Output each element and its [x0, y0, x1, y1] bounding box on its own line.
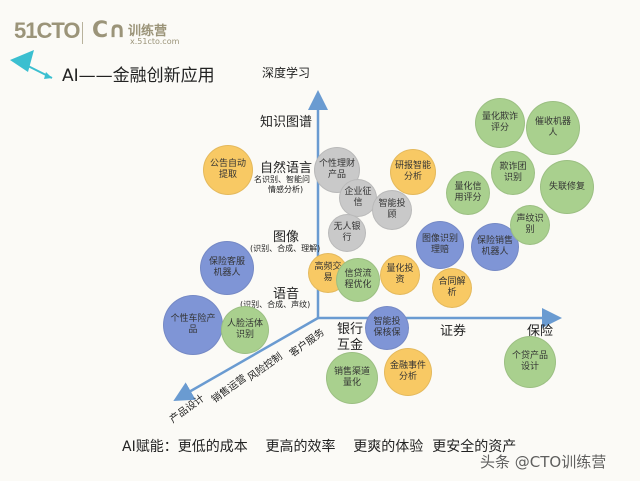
bubble: 信贷流程优化	[336, 258, 380, 302]
bubble-label: 催收机器人	[534, 117, 571, 138]
bubble: 无人银行	[328, 214, 366, 252]
bubble-label: 高频交易	[314, 262, 342, 283]
bubble-label: 研报智能分析	[395, 161, 432, 182]
bubble: 金融事件分析	[384, 348, 432, 396]
bubble-label: 金融事件分析	[389, 361, 426, 382]
bubble-label: 企业征信	[344, 187, 372, 208]
bubble: 销售渠道量化	[326, 352, 378, 404]
bubble-label: 信贷流程优化	[344, 269, 372, 290]
bubble-label: 量化信用评分	[454, 182, 482, 203]
watermark: 头条 @CTO训练营	[480, 453, 607, 471]
level-knowledge-graph: 知识图谱	[260, 115, 313, 130]
bubble-label: 公告自动提取	[209, 159, 246, 180]
bubble-label: 销售渠道量化	[333, 367, 370, 388]
bubble: 人脸活体识别	[221, 306, 269, 354]
bubble-label: 合同解析	[438, 277, 466, 298]
bubble-label: 智能投保核保	[373, 317, 401, 338]
industry-bank: 银行 互金	[337, 322, 364, 353]
bubble-label: 欺诈团识别	[499, 162, 527, 183]
bubble-label: 智能投顾	[378, 199, 406, 220]
bubble: 声纹识别	[510, 205, 550, 245]
industry-insurance: 保险	[527, 324, 554, 339]
bubble: 催收机器人	[526, 101, 580, 155]
bubble-label: 保险销售机器人	[476, 236, 513, 257]
bubble: 智能投保核保	[365, 306, 409, 350]
deep-learning-label: 深度学习	[262, 66, 311, 80]
bubble: 欺诈团识别	[491, 151, 535, 195]
bubble: 失联修复	[540, 160, 594, 214]
bubble: 个性车险产品	[163, 295, 223, 355]
level-image: 图像	[273, 230, 300, 245]
bubble-label: 失联修复	[548, 181, 585, 192]
diagonal-axis	[173, 316, 319, 401]
bubble: 量化欺诈评分	[475, 98, 525, 148]
bubble: 图像识别理赔	[416, 221, 464, 269]
logo-mark: C∩	[92, 18, 127, 43]
bubble: 量化信用评分	[446, 171, 490, 215]
bubble-label: 人脸活体识别	[226, 319, 263, 340]
bubble-label: 个性车险产品	[170, 314, 216, 335]
bubble: 智能投顾	[372, 190, 412, 230]
level-speech-sub: (识别、合成、声纹)	[240, 300, 311, 309]
bubble-label: 声纹识别	[516, 214, 544, 235]
bubble-label: 保险客服机器人	[208, 257, 245, 278]
page-title: AI——金融创新应用	[62, 66, 215, 86]
bubble: 合同解析	[432, 268, 472, 308]
logo-brand: 训练营	[128, 24, 168, 39]
bubble: 企业征信	[339, 179, 377, 217]
footer-text: AI赋能：更低的成本 更高的效率 更爽的体验 更安全的资产	[122, 439, 517, 455]
level-speech: 语音	[273, 287, 300, 302]
title-arrow-icon	[10, 50, 53, 79]
industry-securities: 证券	[440, 324, 467, 339]
bubble-label: 个贷产品设计	[511, 351, 548, 372]
bubble: 保险销售机器人	[471, 223, 519, 271]
bubble-label: 量化欺诈评分	[481, 112, 518, 133]
logo-url: x.51cto.com	[130, 37, 180, 46]
bubble: 保险客服机器人	[200, 241, 254, 295]
bubble-label: 量化投资	[386, 264, 414, 285]
logo-51cto: 51CTO	[14, 18, 81, 43]
level-image-sub: (识别、合成、理解)	[250, 244, 321, 253]
level-nlp: 自然语言	[260, 161, 313, 176]
level-nlp-sub: 名识别、智能问	[254, 175, 310, 184]
bubble-label: 无人银行	[333, 222, 361, 243]
bubble-label: 图像识别理赔	[421, 234, 458, 255]
bubble: 个贷产品设计	[504, 336, 556, 388]
bubble: 公告自动提取	[203, 145, 253, 195]
logo-divider	[82, 22, 83, 44]
bubble: 量化投资	[380, 255, 420, 295]
level-nlp-sub2: 情感分析)	[268, 185, 304, 194]
bubble-label: 个性理财产品	[319, 159, 356, 180]
bubble: 研报智能分析	[390, 149, 436, 195]
